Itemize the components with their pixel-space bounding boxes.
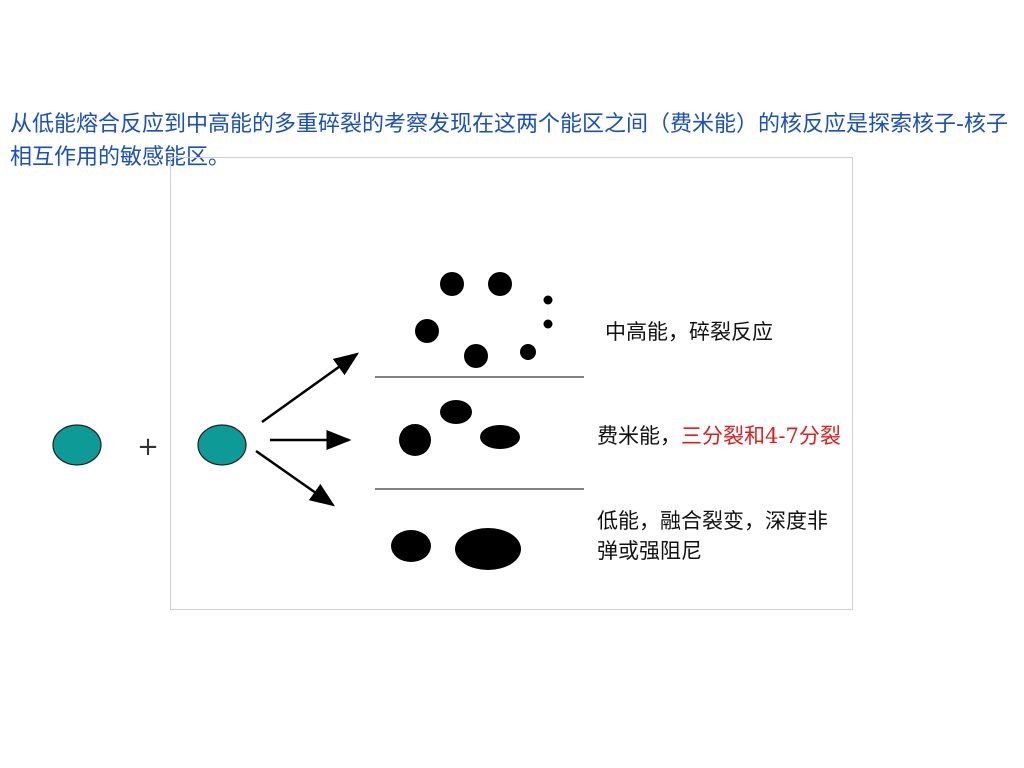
fragment	[399, 424, 431, 456]
label-low-energy-line2: 弹或强阻尼	[597, 539, 702, 563]
label-fermi-energy-prefix: 费米能，	[597, 424, 681, 448]
plus-sign: +	[137, 432, 159, 462]
arrow-low-energy	[255, 449, 336, 507]
diagram-frame	[170, 157, 853, 610]
fragment	[480, 425, 520, 449]
label-high-energy: 中高能，碎裂反应	[605, 320, 773, 344]
fragment	[440, 272, 464, 296]
label-fermi-energy: 费米能，三分裂和4-7分裂	[597, 421, 841, 452]
fragment	[543, 295, 553, 305]
ternary-fission-products	[399, 400, 520, 456]
fragment	[488, 272, 512, 296]
fragment	[455, 528, 521, 570]
fragment	[464, 344, 488, 368]
fragment	[440, 400, 472, 424]
fragment	[543, 319, 553, 329]
fragment	[415, 319, 439, 343]
projectile-nucleus	[52, 424, 102, 466]
multifragmentation-products	[415, 272, 553, 368]
fragment	[391, 530, 431, 562]
arrow-high-energy	[261, 352, 360, 424]
fusion-fission-products	[391, 528, 521, 570]
label-fermi-energy-highlight: 三分裂和4-7分裂	[681, 424, 841, 448]
fragment	[520, 344, 536, 360]
target-nucleus	[197, 424, 247, 466]
label-low-energy-line1: 低能，融合裂变，深度非	[597, 509, 828, 533]
